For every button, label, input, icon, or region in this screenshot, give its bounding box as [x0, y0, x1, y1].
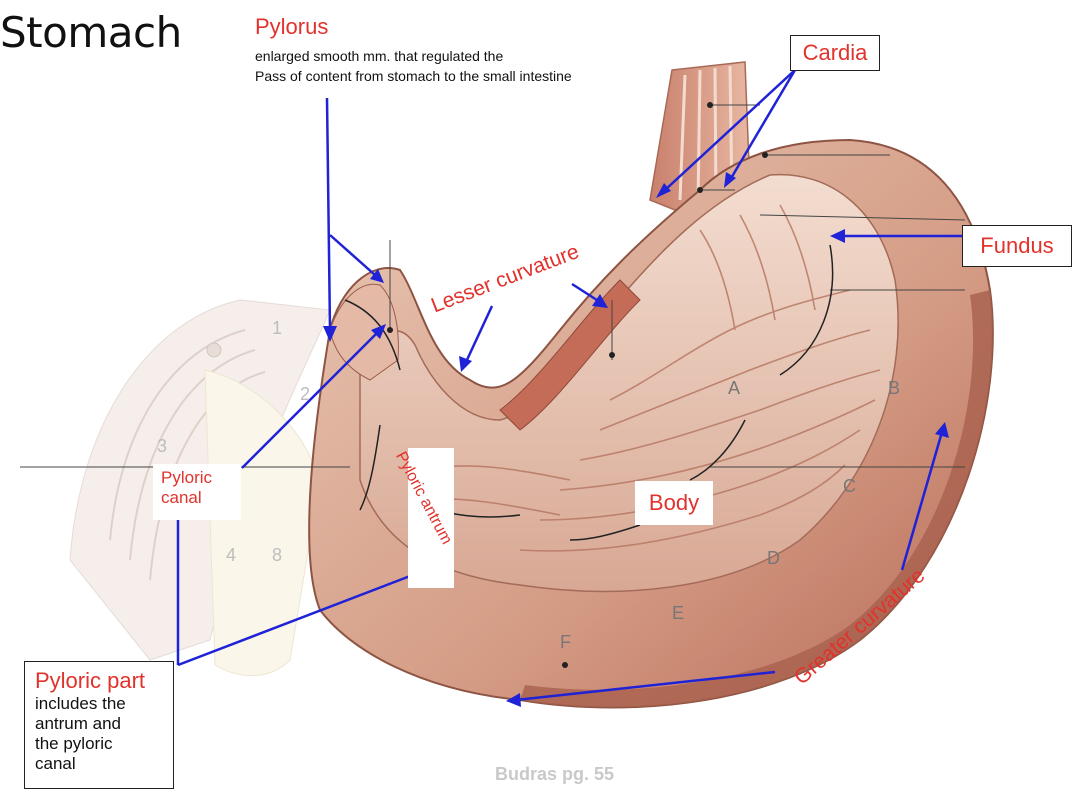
figure-number-2: 2	[300, 384, 311, 404]
lesser-curvature-band	[499, 279, 641, 431]
annotation-arrowheads	[323, 172, 949, 707]
pyloric-part-title: Pyloric part	[35, 668, 146, 693]
pyloric-part-desc-2: antrum and	[35, 714, 121, 733]
annotation-arrows	[176, 69, 962, 702]
source-credit: Budras pg. 55	[495, 764, 615, 784]
pointer-lines	[20, 104, 966, 468]
fundus-label: Fundus	[962, 225, 1072, 267]
figure-letter-b: B	[888, 378, 901, 398]
page-title: Stomach	[0, 8, 182, 57]
pyloric-antrum-box: Pyloric antrum	[392, 448, 455, 588]
body-label: Body	[635, 481, 713, 525]
pyloric-part-desc-3: the pyloric	[35, 734, 113, 753]
rugae-folds	[409, 204, 881, 552]
pyloric-part-desc-4: canal	[35, 754, 76, 773]
cardia-label: Cardia	[790, 35, 880, 71]
pylorus-desc-line-1: enlarged smooth mm. that regulated the	[255, 48, 504, 64]
figure-letter-e: E	[672, 603, 685, 623]
pyloric-canal-label: Pyloric canal	[153, 464, 241, 520]
figure-number-3: 3	[157, 436, 168, 456]
figure-number-4: 4	[226, 545, 237, 565]
stomach-mucosa	[359, 173, 899, 593]
figure-letter-d: D	[767, 548, 780, 568]
figure-number-1: 1	[272, 318, 283, 338]
pyloric-canal-line-1: Pyloric	[161, 468, 213, 487]
figure-letter-a: A	[728, 378, 741, 398]
pylorus-desc-line-2: Pass of content from stomach to the smal…	[255, 68, 572, 84]
figure-number-8: 8	[272, 545, 283, 565]
greater-curvature-rim	[520, 290, 993, 708]
pylorus-description: enlarged smooth mm. that regulated the P…	[255, 46, 572, 86]
pyloric-part-label: Pyloric part includes the antrum and the…	[24, 661, 174, 789]
pylorus-label: Pylorus	[255, 14, 329, 39]
figure-letter-c: C	[843, 476, 856, 496]
pyloric-canal-line-2: canal	[161, 488, 202, 507]
internal-arrows	[344, 244, 834, 541]
pyloric-part-desc-1: includes the	[35, 694, 126, 713]
pointer-dots	[387, 102, 768, 668]
figure-letter-f: F	[560, 632, 571, 652]
